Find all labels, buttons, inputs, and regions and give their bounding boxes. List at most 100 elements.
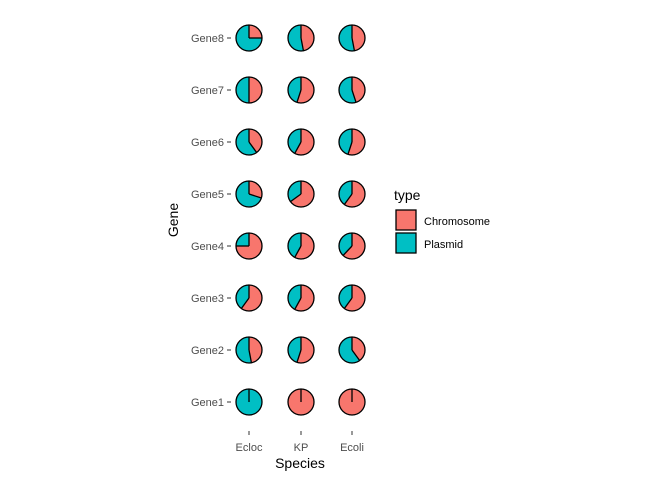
y-tick-label: Gene1	[191, 397, 224, 409]
pie-slice-chromosome	[343, 233, 365, 260]
pie-divider	[248, 349, 253, 363]
pie-divider	[248, 193, 262, 199]
pie-outline	[338, 180, 366, 208]
x-tick-label: Ecoli	[340, 442, 364, 454]
legend-label-plasmid: Plasmid	[424, 239, 463, 251]
pie-divider	[296, 89, 302, 103]
pie-gene7-kp	[287, 76, 315, 104]
legend-key-plasmid	[395, 232, 417, 254]
pie-divider	[300, 37, 305, 51]
pie-divider	[351, 349, 361, 361]
legend-key-chromosome	[395, 209, 417, 231]
pie-outline	[287, 336, 315, 364]
pie-outline	[287, 24, 315, 52]
pie-slice-chromosome	[294, 128, 315, 156]
y-tick-label: Gene5	[191, 189, 224, 201]
pie-divider	[240, 297, 250, 309]
pie-gene5-ecoli	[338, 180, 366, 208]
pie-divider	[294, 245, 302, 258]
x-axis-title: Species	[275, 455, 325, 471]
pie-slice-chromosome	[344, 181, 365, 208]
pie-slice-chromosome	[352, 337, 366, 361]
pie-divider	[294, 141, 302, 154]
pie-gene6-ecoli	[338, 128, 366, 156]
pie-outline	[235, 180, 263, 208]
pie-outline	[235, 336, 263, 364]
pie-slice-chromosome	[294, 232, 315, 260]
pie-gene1-kp	[287, 388, 315, 416]
pie-outline	[287, 76, 315, 104]
y-tick-label: Gene6	[191, 137, 224, 149]
pie-slice-chromosome	[249, 77, 262, 103]
pie-gene2-kp	[287, 336, 315, 364]
pie-outline	[338, 284, 366, 312]
pie-outline	[287, 128, 315, 156]
pie-slice-chromosome	[294, 285, 315, 312]
y-tick-label: Gene2	[191, 345, 224, 357]
pie-gene6-ecloc	[235, 128, 263, 156]
pie-gene2-ecloc	[235, 336, 263, 364]
pie-outline	[338, 336, 366, 364]
pie-gene6-kp	[287, 128, 315, 156]
x-tick-label: Ecloc	[236, 442, 263, 454]
pie-gene7-ecloc	[235, 76, 263, 104]
pie-outline	[287, 284, 315, 312]
pie-outline	[287, 232, 315, 260]
pie-divider	[351, 89, 357, 103]
pie-gene8-ecloc	[235, 24, 263, 52]
pie-slice-chromosome	[352, 77, 365, 103]
pie-divider	[296, 349, 302, 363]
pie-slice-chromosome	[249, 129, 263, 153]
y-tick-label: Gene7	[191, 85, 224, 97]
pie-divider	[343, 297, 353, 309]
pie-gene8-ecoli	[338, 24, 366, 52]
pie-gene1-ecloc	[235, 388, 263, 416]
pie-slice-chromosome	[249, 181, 262, 199]
pie-outline	[235, 128, 263, 156]
pie-gene4-kp	[287, 232, 315, 260]
pie-outline	[235, 284, 263, 312]
pie-outline	[338, 128, 366, 156]
pie-outline	[287, 388, 315, 416]
pie-divider	[351, 37, 356, 51]
pie-divider	[290, 193, 302, 203]
pie-outline	[235, 76, 263, 104]
pie-slice-chromosome	[290, 181, 314, 208]
pie-divider	[294, 297, 302, 310]
pie-gene1-ecoli	[338, 388, 366, 416]
x-tick-label: KP	[294, 442, 309, 454]
pie-outline	[338, 76, 366, 104]
pie-slice-chromosome	[352, 24, 366, 51]
pie-outline	[338, 24, 366, 52]
pie-outline	[235, 388, 263, 416]
pie-divider	[342, 245, 353, 256]
pie-slice-chromosome	[301, 24, 315, 51]
pie-divider	[343, 193, 353, 205]
x-axis: Ecloc KP Ecoli	[236, 431, 364, 454]
y-axis-title: Gene	[165, 203, 181, 237]
pie-slice-chromosome	[249, 337, 263, 363]
pie-gene4-ecloc	[235, 232, 263, 260]
y-tick-label: Gene4	[191, 241, 224, 253]
pie-outline	[287, 180, 315, 208]
pie-outline	[338, 388, 366, 416]
pie-gene5-kp	[287, 180, 315, 208]
pie-gene4-ecoli	[338, 232, 366, 260]
pie-gene3-ecoli	[338, 284, 366, 312]
pie-outline	[235, 24, 263, 52]
pie-gene7-ecoli	[338, 76, 366, 104]
pie-divider	[347, 141, 353, 155]
pie-gene3-kp	[287, 284, 315, 312]
pie-grid	[235, 24, 366, 416]
legend-label-chromosome: Chromosome	[424, 216, 490, 228]
pie-slice-chromosome	[249, 25, 262, 38]
pie-outline	[235, 232, 263, 260]
pie-slice-chromosome	[344, 285, 365, 311]
pie-outline	[338, 232, 366, 260]
y-tick-label: Gene8	[191, 33, 224, 45]
pie-gene8-kp	[287, 24, 315, 52]
pie-gene5-ecloc	[235, 180, 263, 208]
